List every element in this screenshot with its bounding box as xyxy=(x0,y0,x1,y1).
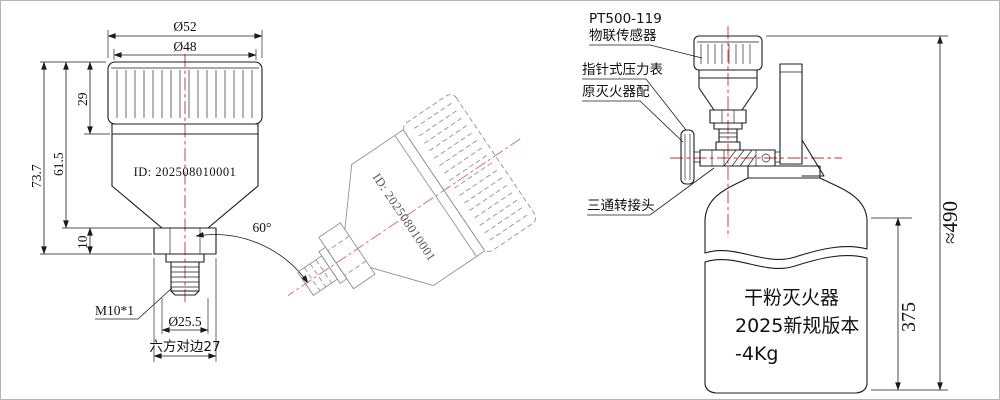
assembly-sensor xyxy=(693,35,763,143)
assembly-callouts: PT500-119 物联传感器 指针式压力表 原灭火器配 三通转接头 xyxy=(582,11,715,216)
callout-sensor-model: PT500-119 xyxy=(589,11,662,27)
valve-pivot xyxy=(761,153,771,163)
tilted-device-outline xyxy=(297,94,537,296)
break-wave-bottom xyxy=(704,255,868,270)
callout-tee-adapter: 三通转接头 xyxy=(587,197,655,214)
outlet-tube xyxy=(779,63,825,177)
tilted-view: ID: 202508010001 xyxy=(287,94,537,296)
extinguisher-tank: 干粉灭火器 2025新规版本 -4Kg xyxy=(704,165,868,394)
front-dimensions: Ø52 Ø48 29 61.5 73.7 10 M10*1 Ø25.5 xyxy=(29,19,263,362)
knurl-lines xyxy=(116,70,253,118)
callout-gauge-note: 原灭火器配 xyxy=(582,84,650,100)
tee-leader-line xyxy=(587,167,715,216)
dim-cap-inner: Ø48 xyxy=(173,39,196,54)
front-view: ID: 202508010001 Ø52 xyxy=(29,19,309,362)
tilt-angle-label: 60° xyxy=(253,220,272,235)
callout-sensor-name: 物联传感器 xyxy=(589,27,657,44)
sensor-leader-line xyxy=(589,44,703,59)
tank-bottom xyxy=(704,383,868,394)
tank-label-line1: 干粉灭火器 xyxy=(744,287,839,309)
thread-spec-label: M10*1 xyxy=(95,303,134,318)
sensor-id-label: ID: 202508010001 xyxy=(134,165,237,179)
dim-upper-height: 61.5 xyxy=(51,152,66,176)
sensor-body: ID: 202508010001 xyxy=(111,133,259,229)
sensor-cap xyxy=(107,61,263,135)
thread-leader-line xyxy=(95,287,173,320)
tilt-angle-annotation: 60° xyxy=(195,220,309,284)
tee-adapter xyxy=(694,141,780,167)
assembly-dimensions: ≈490 375 xyxy=(766,35,962,391)
valve-hatching xyxy=(723,149,757,167)
assembly-view: 干粉灭火器 2025新规版本 -4Kg PT500-119 物联传感器 指针式压… xyxy=(582,11,962,394)
gauge-note-leader-line xyxy=(582,100,684,143)
dim-cap-height: 29 xyxy=(75,92,90,106)
tank-collar xyxy=(747,165,821,179)
gauge-leader-line xyxy=(582,78,687,131)
assembly-knurl-lines xyxy=(700,44,751,64)
break-wave-top xyxy=(704,246,868,261)
tank-label-line3: -4Kg xyxy=(735,343,778,365)
pressure-gauge xyxy=(680,129,695,185)
callout-pressure-gauge: 指针式压力表 xyxy=(582,62,663,78)
dim-boss-diameter: Ø25.5 xyxy=(168,314,202,329)
dim-hex-flats: 六方对边27 xyxy=(149,339,220,355)
dim-total-height: 73.7 xyxy=(29,164,44,188)
dim-tank-height: 375 xyxy=(898,302,920,332)
tilted-knurl-lines xyxy=(413,102,528,242)
tank-label-line2: 2025新规版本 xyxy=(735,315,859,337)
tilted-centerline xyxy=(287,138,521,296)
dim-cap-outer: Ø52 xyxy=(173,19,196,34)
dim-hex-height: 10 xyxy=(75,235,90,249)
dim-overall-height: ≈490 xyxy=(938,201,962,244)
